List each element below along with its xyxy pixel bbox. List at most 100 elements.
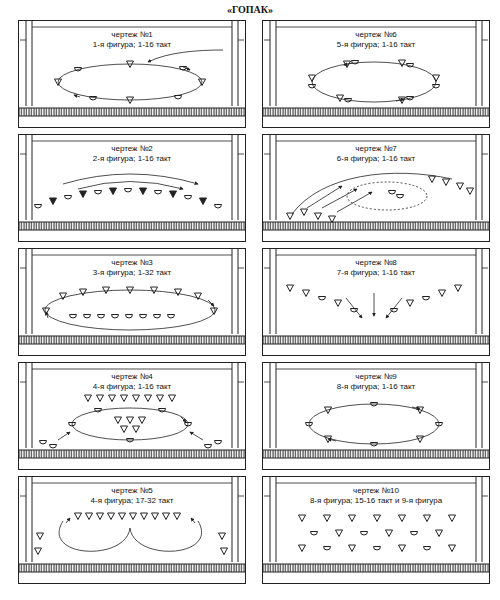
stage-symbol (80, 191, 87, 198)
stage-path (307, 186, 342, 208)
stage-symbol (155, 191, 162, 195)
figure-3 (43, 287, 218, 330)
drawing-number: чертеж №10 (350, 486, 402, 496)
stage-symbol (319, 297, 326, 301)
stage-symbol (133, 395, 140, 402)
stage-symbol (175, 289, 182, 296)
stage-path (386, 298, 402, 318)
stage-symbol (109, 395, 116, 402)
stage-symbol (121, 426, 128, 433)
stage-symbol (315, 213, 322, 220)
figure-1 (55, 50, 224, 104)
stage-symbol (424, 515, 431, 522)
stage-symbol (18, 134, 246, 230)
stage-symbol (262, 476, 490, 572)
stage-path (66, 518, 70, 523)
stage-symbol (407, 97, 414, 101)
stage-symbol (219, 533, 226, 540)
stage-path (322, 189, 357, 208)
figure-bars: 4-я фигура; 17-32 такт (88, 496, 177, 506)
stage-symbol (112, 315, 119, 319)
stage-symbol (399, 97, 406, 104)
stage-symbol (18, 248, 246, 344)
stage-symbol (374, 547, 381, 551)
stage-symbol (85, 395, 92, 402)
stage-path (190, 432, 203, 440)
drawing-number: чертеж №4 (108, 372, 155, 382)
stage-path (374, 293, 375, 316)
stage-symbol (140, 188, 147, 195)
stage-panel: чертеж №98-я фигура; 1-16 такт (262, 362, 490, 470)
stage-symbol (325, 436, 332, 443)
stage-path (148, 50, 223, 62)
figure-bars: 3-я фигура; 1-32 такт (90, 268, 174, 278)
stage-symbol (262, 20, 490, 116)
figure-7 (287, 173, 474, 222)
stage-symbol (199, 79, 206, 86)
stage-symbol (397, 195, 404, 199)
stage-symbol (329, 216, 336, 223)
title-row: «ГОПАК» (0, 4, 500, 16)
stage-symbol (195, 293, 202, 300)
stage-symbol (35, 205, 42, 209)
stage-symbol (180, 67, 187, 71)
stage-symbol (336, 530, 343, 537)
stage-symbol (185, 196, 192, 200)
stage-symbol (449, 545, 456, 552)
stage-symbol (97, 513, 104, 520)
stage-symbol (262, 362, 490, 458)
stage-symbol (215, 205, 222, 209)
stage-path (74, 95, 80, 97)
stage-ellipse (312, 62, 436, 102)
stage-symbol (262, 134, 490, 230)
stage-symbol (407, 300, 414, 307)
stage-symbol (436, 530, 443, 537)
stage-symbol (205, 445, 212, 449)
stage-symbol (130, 513, 137, 520)
stage-symbol (133, 426, 140, 433)
stage-symbol (75, 68, 82, 72)
stage-symbol (35, 548, 42, 555)
drawing-number: чертеж №6 (352, 30, 399, 40)
figure-bars: 7-я фигура; 1-16 такт (334, 268, 418, 278)
stage-symbol (417, 407, 424, 414)
stage-symbol (200, 198, 207, 205)
stage-symbol (119, 513, 126, 520)
stage-symbol (303, 290, 310, 297)
stage-symbol (43, 308, 50, 315)
stage-symbol (127, 61, 134, 68)
stage-ellipse (309, 404, 439, 444)
stage-panel: чертеж №108-я фигура; 15-16 такт и 9-я ф… (262, 476, 490, 584)
stage-symbol (141, 513, 148, 520)
stage-symbol (352, 61, 359, 65)
stage-symbol (170, 191, 177, 198)
stage-symbol (335, 300, 342, 307)
stage-symbol (145, 395, 152, 402)
stage-symbol (127, 97, 134, 104)
stage-symbol (121, 395, 128, 402)
stage-symbol (163, 513, 170, 520)
stage-panel: чертеж №44-я фигура; 1-16 такт (18, 362, 246, 470)
stage-symbol (399, 515, 406, 522)
stage-symbol (309, 85, 316, 89)
stage-symbol (108, 513, 115, 520)
stage-symbol (95, 191, 102, 195)
stage-symbol (449, 515, 456, 522)
stage-symbol (18, 362, 246, 458)
stage-symbol (386, 530, 393, 537)
stage-symbol (185, 423, 192, 427)
stage-path (337, 192, 372, 212)
stage-symbol (361, 532, 368, 536)
stage-path (346, 298, 362, 318)
stage-ellipse (58, 64, 202, 100)
stage-symbol (287, 285, 294, 292)
stage-symbol (309, 75, 316, 82)
stage-symbol (103, 287, 110, 294)
stage-path (78, 182, 183, 190)
stage-path (292, 173, 452, 214)
stage-symbol (455, 285, 462, 292)
stage-symbol (299, 515, 306, 522)
stage-symbol (443, 179, 450, 186)
figure-2 (35, 174, 222, 208)
stage-symbol (154, 315, 161, 319)
